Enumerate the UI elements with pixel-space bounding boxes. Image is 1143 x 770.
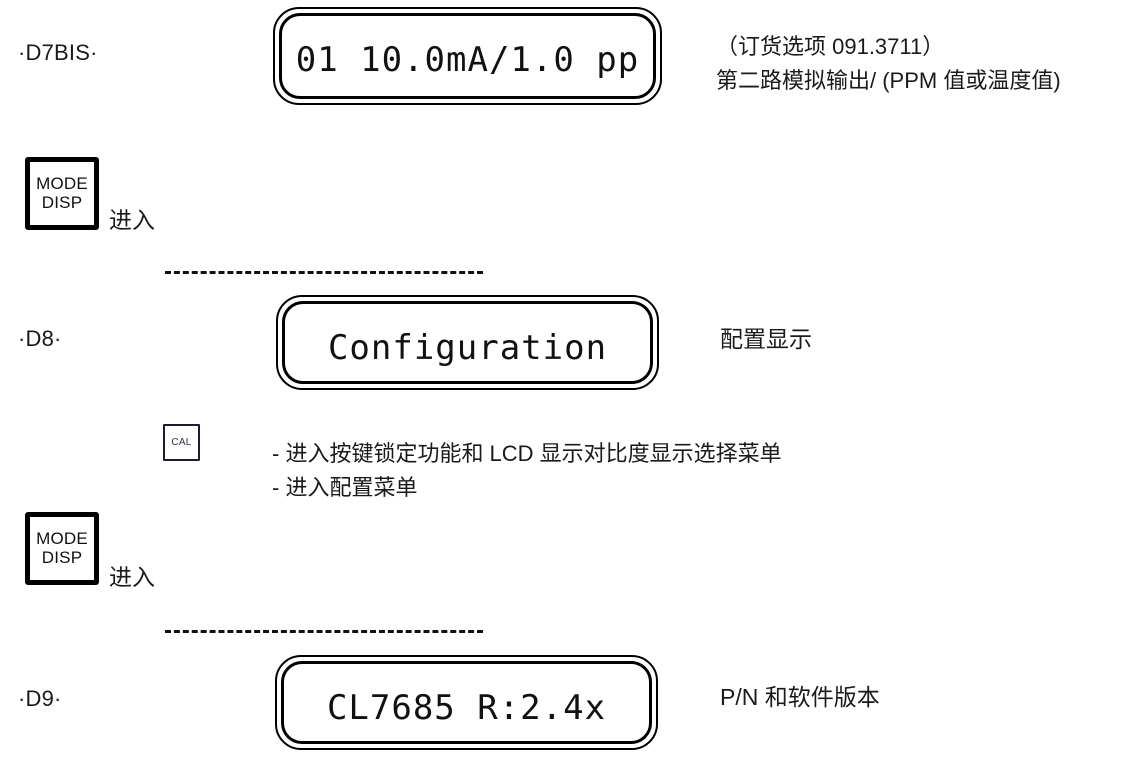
dashed-separator-2 (165, 630, 483, 633)
lcd-text-d8: Configuration (327, 328, 608, 368)
cal-button-label: CAL (171, 437, 192, 448)
lcd-text-d7bis: 01 10.0mA/1.0 pp (295, 40, 640, 80)
mode-disp-button-2-line2: DISP (41, 547, 83, 567)
annotation-d7bis-line1: （订货选项 091.3711） (716, 34, 945, 59)
dashed-separator-1 (165, 271, 483, 274)
cal-note-bullet-2: - 进入配置菜单 (272, 475, 418, 501)
mode-disp-button-2[interactable]: MODE DISP (25, 512, 99, 585)
lcd-inner-border-d8: Configuration (282, 301, 653, 384)
enter-label-1: 进入 (109, 207, 155, 233)
step-id-d8: ·D8· (18, 326, 62, 351)
enter-label-2: 进入 (109, 564, 155, 590)
annotation-d7bis-line2: 第二路模拟输出/ (PPM 值或温度值) (716, 68, 1061, 94)
mode-disp-button-1-line1: MODE (36, 174, 88, 194)
annotation-d9: P/N 和软件版本 (720, 684, 880, 710)
annotation-d8: 配置显示 (720, 326, 812, 352)
cal-notes: - 进入按键锁定功能和 LCD 显示对比度显示选择菜单 - 进入配置菜单 (272, 437, 782, 505)
lcd-display-d7bis: 01 10.0mA/1.0 pp (273, 7, 662, 105)
lcd-text-d9: CL7685 R:2.4x (326, 688, 607, 728)
mode-disp-button-2-line1: MODE (36, 529, 88, 549)
cal-button[interactable]: CAL (163, 424, 200, 461)
lcd-inner-border-d9: CL7685 R:2.4x (281, 661, 652, 744)
lcd-display-d9: CL7685 R:2.4x (275, 655, 658, 750)
step-id-d9: ·D9· (18, 686, 62, 711)
mode-disp-button-1-line2: DISP (41, 192, 83, 212)
mode-disp-button-1[interactable]: MODE DISP (25, 157, 99, 230)
step-id-d7bis: ·D7BIS· (18, 40, 98, 65)
annotation-d7bis: （订货选项 091.3711） 第二路模拟输出/ (PPM 值或温度值) (716, 30, 1061, 98)
lcd-display-d8: Configuration (276, 295, 659, 390)
cal-note-bullet-1: - 进入按键锁定功能和 LCD 显示对比度显示选择菜单 (272, 441, 782, 466)
lcd-inner-border-d7bis: 01 10.0mA/1.0 pp (279, 13, 656, 99)
